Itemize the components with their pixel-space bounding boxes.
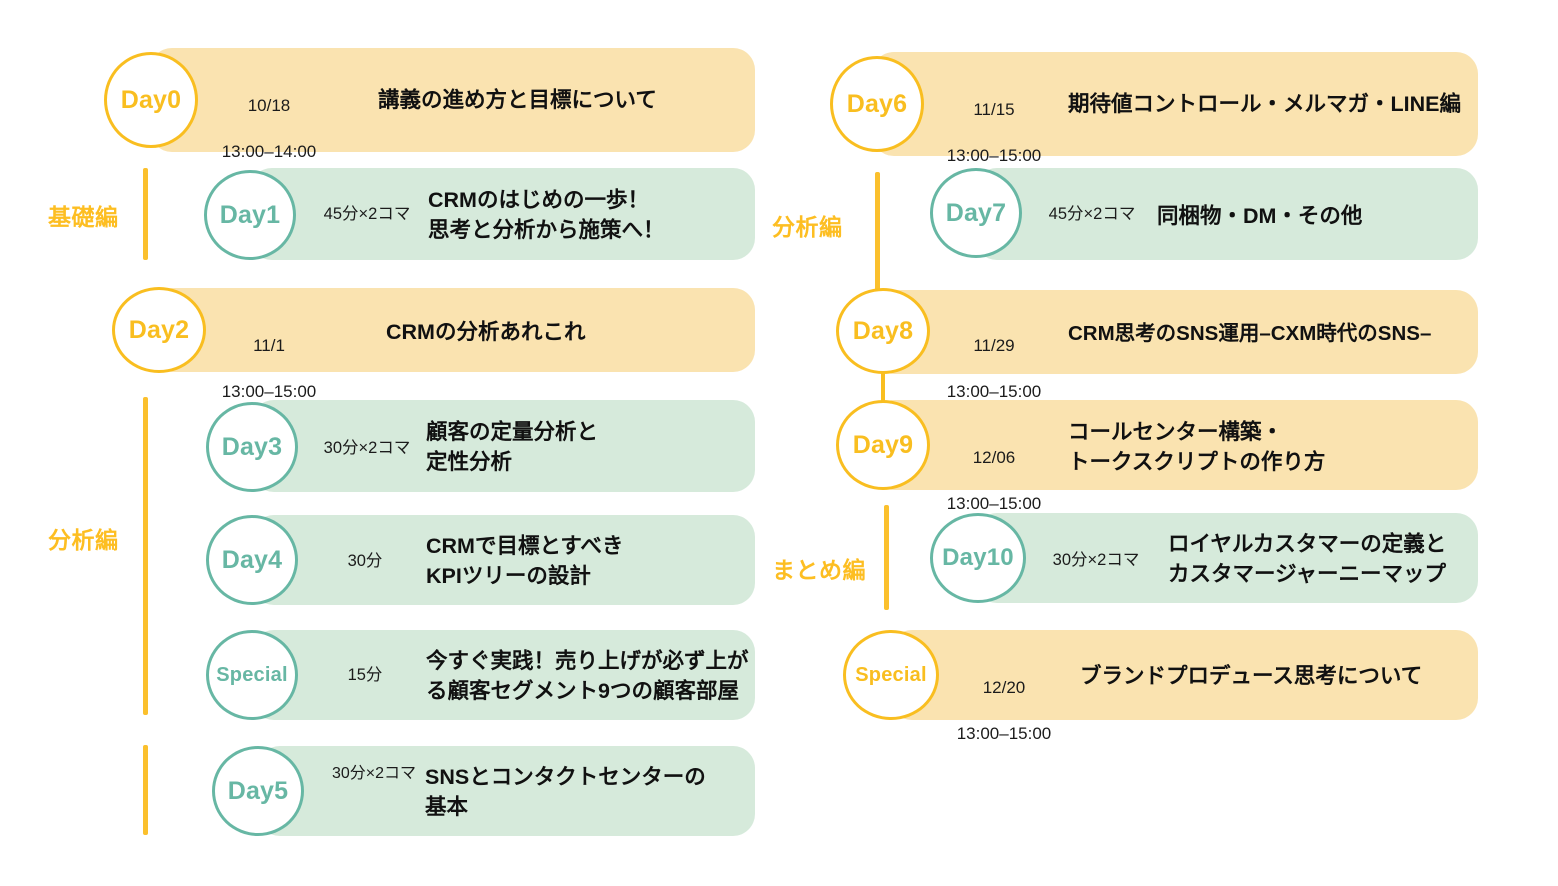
- row-title: CRM思考のSNS運用–CXM時代のSNS–: [1068, 322, 1432, 345]
- row-title: ロイヤルカスタマーの定義と カスタマージャーニーマップ: [1168, 532, 1447, 586]
- row-bar: [975, 168, 1478, 260]
- day-badge-day1: Day1: [204, 170, 296, 260]
- row-date-time: 12/06 13:00–15:00: [940, 424, 1048, 516]
- day-badge-day0: Day0: [104, 52, 198, 148]
- day-badge-day9: Day9: [836, 400, 930, 490]
- day-badge-day5: Day5: [212, 746, 304, 836]
- day-badge-day2: Day2: [112, 287, 206, 373]
- row-title: 講義の進め方と目標について: [378, 88, 657, 112]
- row-time: 13:00–15:00: [946, 493, 1042, 513]
- row-title: コールセンター構築・ トークスクリプトの作り方: [1068, 420, 1326, 474]
- row-date-time: 11/1 13:00–15:00: [215, 312, 323, 404]
- row-bar: [872, 52, 1478, 156]
- row-date: 11/15: [973, 99, 1015, 119]
- row-bar: [258, 746, 755, 836]
- row-duration: 30分×2コマ: [331, 765, 417, 782]
- row-duration: 30分: [347, 552, 383, 570]
- row-duration: 45分×2コマ: [1048, 205, 1136, 223]
- row-title: ブランドプロデュース思考について: [1080, 664, 1423, 688]
- row-date-time: 12/20 13:00–15:00: [950, 654, 1058, 746]
- row-date: 12/20: [982, 677, 1026, 697]
- row-date-time: 11/15 13:00–15:00: [940, 76, 1048, 168]
- row-date-time: 11/29 13:00–15:00: [940, 312, 1048, 404]
- section-label-summary: まとめ編: [772, 557, 866, 583]
- day-badge-day7: Day7: [930, 168, 1022, 258]
- row-title: 同梱物・DM・その他: [1157, 204, 1363, 228]
- row-bar: [872, 290, 1478, 374]
- section-rule-analysis-right: [875, 172, 880, 300]
- row-time: 13:00–15:00: [956, 723, 1052, 743]
- row-bar: [150, 288, 755, 372]
- row-title: 今すぐ実践！売り上げが必ず上が る顧客セグメント9つの顧客部屋: [426, 649, 749, 703]
- row-bar: [252, 515, 755, 605]
- row-bar: [252, 400, 755, 492]
- section-rule-summary: [884, 505, 889, 610]
- row-date-time: 10/18 13:00–14:00: [215, 72, 323, 164]
- row-date: 11/1: [253, 335, 285, 355]
- row-date: 12/06: [972, 447, 1016, 467]
- row-time: 13:00–15:00: [221, 381, 317, 401]
- row-bar: [975, 513, 1478, 603]
- section-rule-analysis-left-upper: [143, 397, 148, 715]
- row-bar: [150, 48, 755, 152]
- connector-day8-day9: [881, 372, 885, 402]
- day-badge-special-left: Special: [206, 630, 298, 720]
- row-date: 11/29: [973, 335, 1015, 355]
- day-badge-day6: Day6: [830, 56, 924, 152]
- row-title: CRMの分析あれこれ: [386, 320, 586, 344]
- row-bar: [250, 168, 755, 260]
- row-date: 10/18: [247, 95, 291, 115]
- row-duration: 45分×2コマ: [323, 205, 411, 223]
- row-time: 13:00–15:00: [946, 145, 1042, 165]
- row-time: 13:00–14:00: [221, 141, 317, 161]
- day-badge-day8: Day8: [836, 288, 930, 374]
- row-title: 期待値コントロール・メルマガ・LINE編: [1068, 92, 1461, 116]
- section-label-analysis-left: 分析編: [48, 527, 119, 553]
- row-duration: 15分: [347, 666, 383, 684]
- row-duration: 30分×2コマ: [1052, 551, 1140, 569]
- day-badge-day4: Day4: [206, 515, 298, 605]
- row-title: SNSとコンタクトセンターの 基本: [425, 765, 706, 819]
- row-bar: [872, 400, 1478, 490]
- section-label-basic: 基礎編: [48, 204, 119, 230]
- row-duration: 30分×2コマ: [323, 439, 411, 457]
- row-bar: [890, 630, 1478, 720]
- row-bar: [252, 630, 755, 720]
- row-title: CRMで目標とすべき KPIツリーの設計: [426, 534, 624, 588]
- row-title: 顧客の定量分析と 定性分析: [426, 420, 599, 474]
- day-badge-day10: Day10: [930, 513, 1026, 603]
- day-badge-day3: Day3: [206, 402, 298, 492]
- section-rule-basic: [143, 168, 148, 260]
- row-time: 13:00–15:00: [946, 381, 1042, 401]
- day-badge-special-right: Special: [843, 630, 939, 720]
- row-title: CRMのはじめの一歩！ 思考と分析から施策へ！: [428, 188, 665, 242]
- section-label-analysis-right: 分析編: [772, 214, 843, 240]
- section-rule-analysis-left-lower: [143, 745, 148, 835]
